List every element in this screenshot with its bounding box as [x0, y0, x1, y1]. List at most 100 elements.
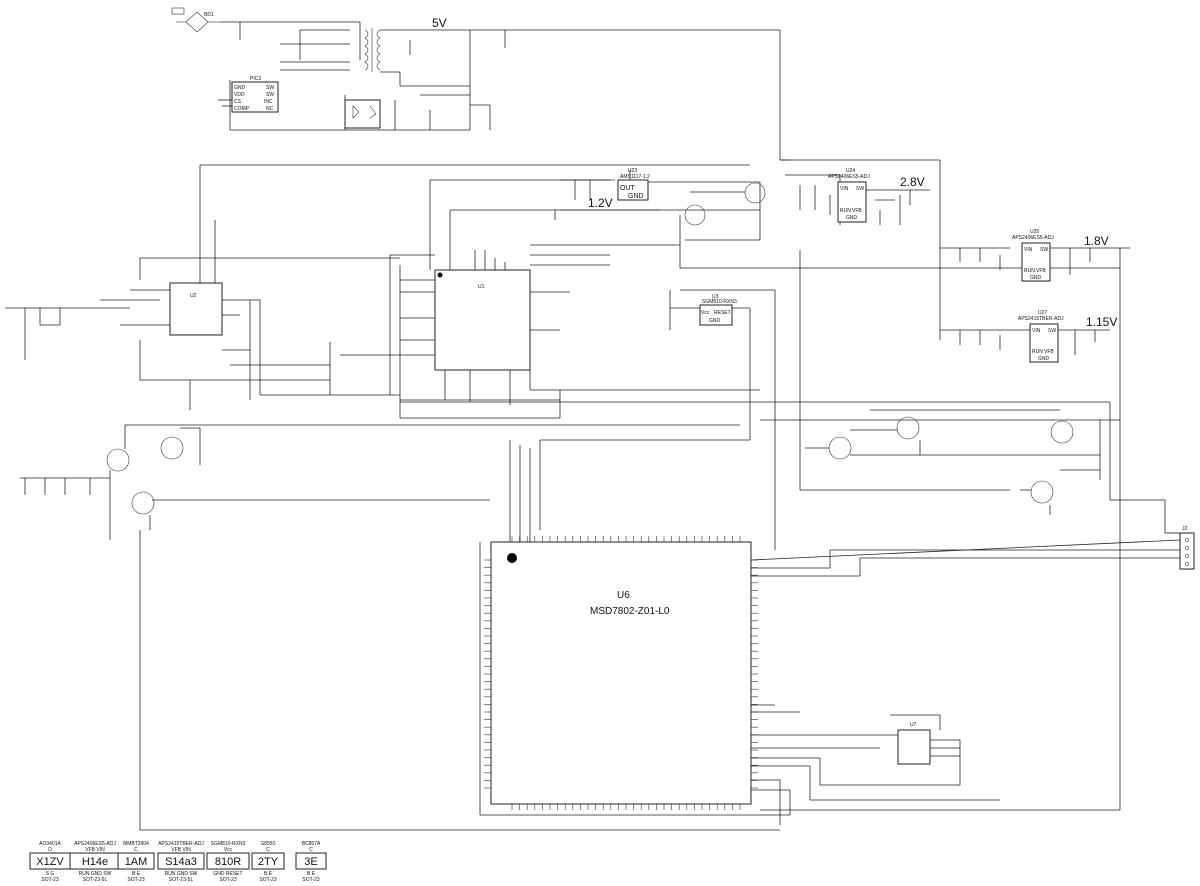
u23-label: U23 [628, 168, 637, 174]
legend-part-name: AO3401A [39, 841, 61, 847]
svg-text:SW: SW [266, 92, 274, 98]
center-ic-u1: U1 [434, 269, 531, 371]
u27-regulator: U27 APS2415TBER-ADJ VIN SW RUN VFB GND [959, 310, 1110, 363]
legend-marking: X1ZV [36, 856, 64, 868]
svg-text:SW: SW [1048, 328, 1056, 334]
svg-text:GND: GND [234, 85, 246, 91]
legend-part-name: APS2406ES5-ADJ [74, 841, 116, 847]
pic3-chip: PIC3 GND VDD CS COMP SW SW INC NC [218, 76, 279, 113]
u3-part: SGM810-RXN3 [702, 299, 737, 305]
legend-package-type: SOT-23 [219, 877, 236, 883]
j2-connector: J2 [1109, 402, 1195, 570]
left-input-wires [5, 289, 330, 381]
svg-text:INC: INC [264, 99, 273, 105]
optocoupler [344, 99, 381, 129]
svg-text:GND: GND [1030, 275, 1042, 281]
legend-package-type: SOT-23 [41, 877, 58, 883]
u6-label: U6 [617, 590, 630, 601]
u23-part: AMS1117-1.2 [620, 174, 650, 180]
legend-top-pins: Vcc [224, 847, 233, 853]
legend-package-outline [206, 852, 250, 870]
u24-regulator: U24 APS2406ES5-ADJ VIN SW RUN VFB GND [780, 159, 930, 225]
rail-5v-wiring [345, 29, 781, 160]
legend-top-pins: C [309, 847, 313, 853]
legend-part-name: S8550 [261, 841, 276, 847]
svg-text:SW: SW [266, 85, 274, 91]
u6-part: MSD7802-Z01-L0 [590, 606, 670, 617]
j2-label: J2 [1182, 526, 1188, 532]
transformer-t1 [364, 28, 381, 72]
svg-text:GND: GND [1038, 356, 1050, 362]
u24-part: APS2406ES5-ADJ [828, 174, 870, 180]
u1-label: U1 [478, 284, 485, 290]
u24-label: U24 [846, 168, 855, 174]
legend-bottom-pins: RUN GND SW [79, 871, 112, 877]
legend-package-outline [251, 852, 285, 870]
legend-part-name: SGM810-RXN3 [211, 841, 246, 847]
u3-reset-supervisor: U3 SGM810-RXN3 Vcc RESET GND [539, 289, 776, 550]
legend-bottom-pins: B E [307, 871, 316, 877]
u6-pin-stubs [484, 536, 758, 810]
legend-package-outline [157, 852, 205, 870]
u2-label: U2 [190, 293, 197, 299]
left-ic-u2: U2 [169, 282, 223, 336]
bridge-rectifier: BD1 [171, 7, 220, 33]
legend-marking: S14a3 [165, 856, 197, 868]
legend-marking: H14e [82, 856, 108, 868]
legend-bottom-pins: B E [264, 871, 273, 877]
u3-label: U3 [712, 294, 719, 300]
svg-text:VDD: VDD [234, 92, 245, 98]
top-wires [220, 21, 361, 131]
u25-regulator: U25 APS2406ES5-ADJ VIN SW RUN VFB GND [959, 229, 1130, 810]
legend-package-type: SOT-23 [302, 877, 319, 883]
svg-text:CS: CS [234, 99, 242, 105]
svg-text:VIN: VIN [1024, 247, 1033, 253]
legend-top-pins: C [134, 847, 138, 853]
svg-text:BD1: BD1 [204, 12, 214, 18]
center-ic-wires [329, 179, 1110, 419]
legend-bottom-pins: GND RESET [213, 871, 242, 877]
upper-transistor [679, 204, 760, 245]
legend-top-pins: VFB VIN [85, 847, 105, 853]
svg-text:VIN: VIN [1032, 328, 1041, 334]
legend-part-name: MMBT3904 [123, 841, 149, 847]
legend-package-type: SOT-23-5L [169, 877, 194, 883]
svg-text:OUT: OUT [620, 185, 636, 192]
pic3-label: PIC3 [250, 76, 261, 82]
u23-regulator: U23 AMS1117-1.2 OUT GND [554, 168, 760, 220]
upper-mosfet [690, 182, 766, 240]
svg-text:GND: GND [846, 215, 858, 221]
legend-top-pins: C [266, 847, 270, 853]
svg-text:SW: SW [1040, 247, 1048, 253]
legend-marking: 2TY [258, 856, 279, 868]
u6-connection-wires [479, 440, 1181, 825]
svg-text:GND: GND [709, 318, 721, 324]
legend-part-name: APS2415TBER-ADJ [158, 841, 204, 847]
svg-text:VFB: VFB [1036, 268, 1046, 274]
mid-right-transistors [760, 409, 1120, 515]
svg-text:VFB: VFB [1044, 349, 1054, 355]
u6-main-soc: U6 MSD7802-Z01-L0 [490, 541, 752, 805]
u25-part: APS2406ES5-ADJ [1012, 235, 1054, 241]
u27-part: APS2415TBER-ADJ [1018, 316, 1064, 322]
legend-package-outline [117, 852, 155, 870]
u27-label: U27 [1038, 310, 1047, 316]
svg-text:COMP: COMP [234, 106, 250, 112]
left-upper-network [139, 164, 750, 410]
svg-text:Vcc: Vcc [701, 310, 710, 316]
svg-text:RUN: RUN [840, 208, 851, 214]
svg-text:SW: SW [856, 186, 864, 192]
legend-marking: 3E [304, 856, 317, 868]
legend-bottom-pins: S G [46, 871, 55, 877]
rail-2v8-label: 2.8V [900, 175, 925, 189]
svg-text:NC: NC [266, 106, 274, 112]
svg-text:VIN: VIN [840, 186, 849, 192]
